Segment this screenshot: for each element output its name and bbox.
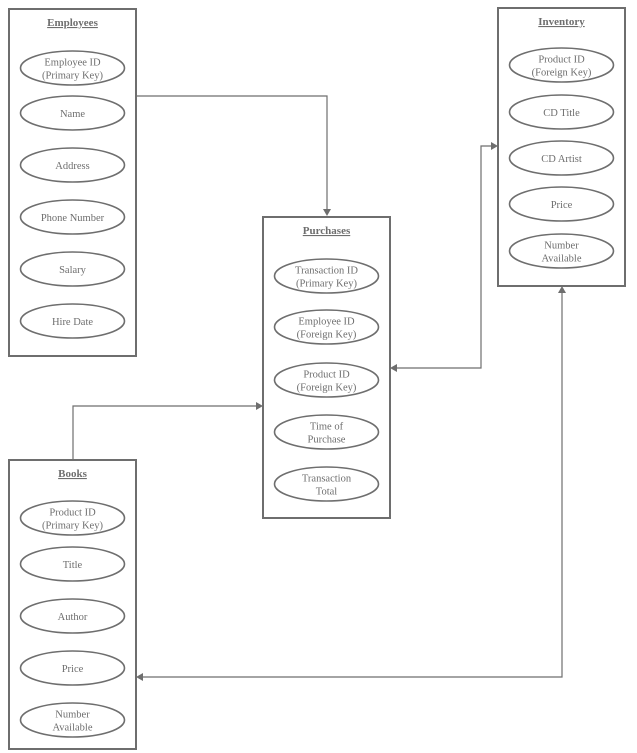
attribute-label: Title (63, 560, 83, 571)
attribute-label: Transaction ID (295, 266, 358, 277)
attribute-label: Employee ID (298, 317, 355, 328)
attribute-label: Available (541, 254, 581, 265)
attribute-label: Available (52, 723, 92, 734)
connector-books-purchases (72, 405, 256, 460)
attribute-books-0: Product ID (Primary Key) (19, 500, 126, 536)
attribute-oval (508, 140, 615, 176)
attribute-books-3: Price (19, 650, 126, 686)
attribute-oval (273, 466, 380, 502)
attribute-purchases-0: Transaction ID (Primary Key) (273, 258, 380, 294)
attribute-label: Number (55, 710, 90, 721)
attribute-inventory-3: Price (508, 186, 615, 222)
entity-title-books: Books (58, 468, 87, 480)
attribute-label: Product ID (538, 55, 585, 66)
attribute-oval (19, 303, 126, 339)
attribute-oval (19, 95, 126, 131)
connector-books-inventory (143, 293, 563, 678)
attribute-label: Author (58, 612, 88, 623)
entity-title-inventory: Inventory (538, 16, 585, 28)
attribute-employees-3: Phone Number (19, 199, 126, 235)
attribute-oval (19, 500, 126, 536)
attribute-label: Name (60, 109, 85, 120)
attribute-label: Phone Number (41, 213, 105, 224)
entity-title-employees: Employees (47, 17, 98, 29)
attribute-employees-2: Address (19, 147, 126, 183)
attribute-oval (19, 702, 126, 738)
attribute-oval (273, 414, 380, 450)
arrowhead-icon (136, 673, 143, 681)
attribute-oval (508, 233, 615, 269)
attribute-oval (19, 598, 126, 634)
attribute-label: Total (316, 487, 338, 498)
connector-employees-purchases (136, 95, 328, 210)
attribute-label: Product ID (303, 370, 350, 381)
attribute-oval (19, 650, 126, 686)
attribute-oval (508, 94, 615, 130)
attribute-inventory-0: Product ID (Foreign Key) (508, 47, 615, 83)
connector-purchases-inventory (397, 145, 492, 369)
attribute-oval (273, 362, 380, 398)
attribute-employees-4: Salary (19, 251, 126, 287)
attribute-label: Number (544, 241, 579, 252)
attribute-label: Address (55, 161, 89, 172)
arrowhead-icon (256, 402, 263, 410)
attribute-label: Price (551, 200, 573, 211)
attribute-label: Hire Date (52, 317, 93, 328)
relationship-connectors (72, 95, 566, 681)
arrowhead-icon (323, 209, 331, 216)
entity-title-purchases: Purchases (303, 225, 351, 237)
attribute-employees-5: Hire Date (19, 303, 126, 339)
attribute-oval (19, 251, 126, 287)
attribute-employees-0: Employee ID (Primary Key) (19, 50, 126, 86)
attribute-label: Employee ID (44, 58, 101, 69)
attribute-inventory-1: CD Title (508, 94, 615, 130)
attribute-oval (19, 199, 126, 235)
arrowhead-icon (558, 286, 566, 293)
attribute-employees-1: Name (19, 95, 126, 131)
attribute-label: Salary (59, 265, 87, 276)
attribute-purchases-3: Time of Purchase (273, 414, 380, 450)
attribute-label: (Primary Key) (42, 71, 103, 82)
attribute-label: (Primary Key) (296, 279, 357, 290)
arrowhead-icon (491, 142, 498, 150)
attribute-label: Product ID (49, 508, 96, 519)
attribute-inventory-2: CD Artist (508, 140, 615, 176)
attribute-purchases-2: Product ID (Foreign Key) (273, 362, 380, 398)
attribute-oval (273, 309, 380, 345)
arrowhead-icon (390, 364, 397, 372)
attribute-oval (273, 258, 380, 294)
attribute-oval (19, 546, 126, 582)
attribute-label: (Foreign Key) (297, 330, 357, 341)
attribute-oval (19, 50, 126, 86)
attribute-label: (Primary Key) (42, 521, 103, 532)
attribute-label: Price (62, 664, 84, 675)
attribute-oval (508, 47, 615, 83)
attribute-label: Transaction (302, 474, 352, 485)
attribute-label: Purchase (308, 435, 346, 446)
attribute-label: CD Title (543, 108, 580, 119)
attribute-label: CD Artist (541, 154, 582, 165)
attribute-oval (508, 186, 615, 222)
attribute-label: (Foreign Key) (297, 383, 357, 394)
attribute-books-1: Title (19, 546, 126, 582)
attribute-label: Time of (310, 422, 344, 433)
attribute-oval (19, 147, 126, 183)
attribute-books-2: Author (19, 598, 126, 634)
attribute-label: (Foreign Key) (532, 68, 592, 79)
attribute-purchases-1: Employee ID (Foreign Key) (273, 309, 380, 345)
